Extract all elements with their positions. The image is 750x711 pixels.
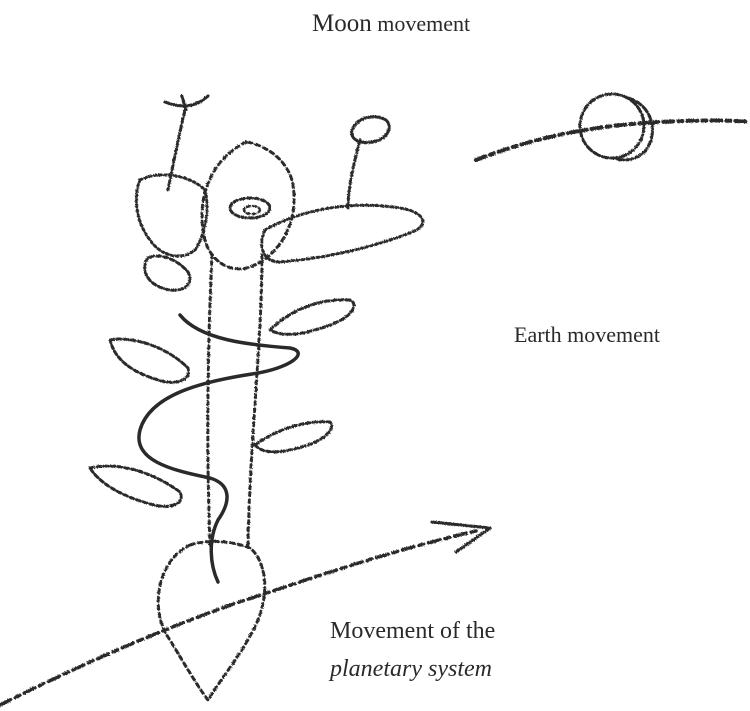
moon-word: Moon <box>312 10 372 37</box>
stamen-left <box>168 110 185 190</box>
planetary-movement-label-line2: planetary system <box>330 656 492 683</box>
flower-eye <box>230 198 270 218</box>
moon-rest: movement <box>377 11 470 36</box>
crown-left <box>136 175 207 256</box>
earth-movement-label: Earth movement <box>514 322 660 348</box>
moon-orbit-path <box>476 121 750 161</box>
stamen-right <box>348 140 360 210</box>
stamen-right-tip <box>352 117 389 143</box>
moon-movement-label: Moon movement <box>312 10 470 38</box>
planetary-arrowhead <box>432 522 490 552</box>
plant-stem <box>208 255 262 545</box>
planetary-movement-label-line1: Movement of the <box>330 618 495 645</box>
